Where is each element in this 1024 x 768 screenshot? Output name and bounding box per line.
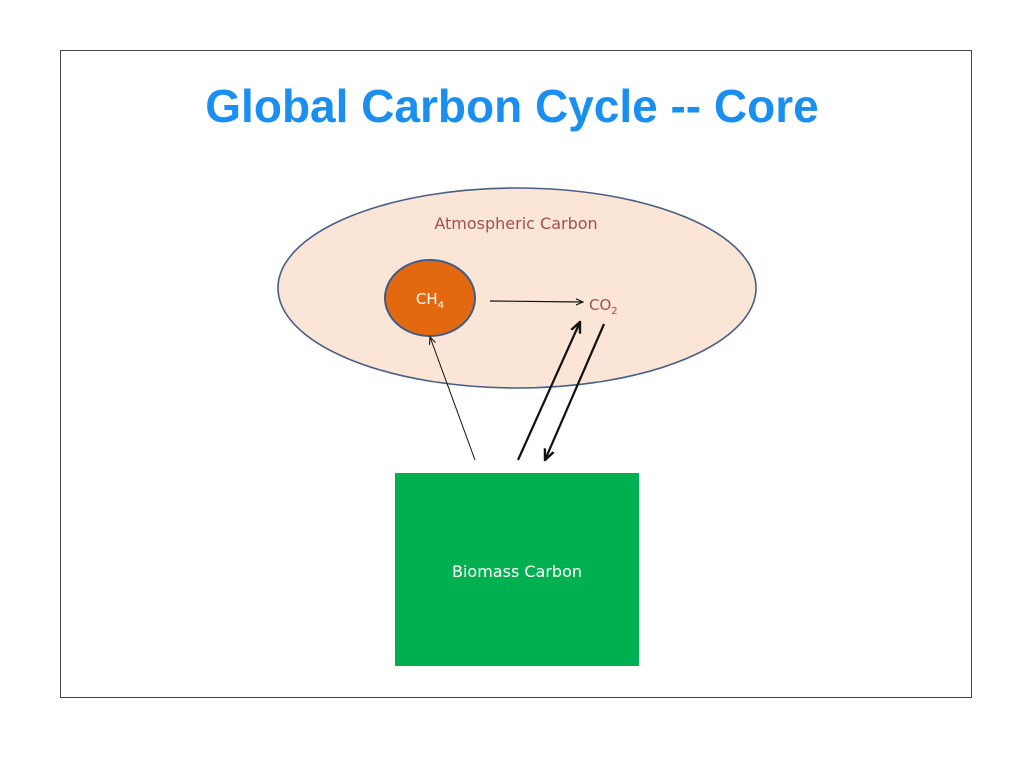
co2-label-main: CO [589,296,611,314]
co2-label-subscript: 2 [611,306,617,317]
biomass-to-methane-arrow [430,337,476,461]
methane-label-main: CH [416,290,438,308]
biomass-to-co2-arrow [516,322,580,461]
methane-label-subscript: 4 [438,300,444,311]
slide-title: Global Carbon Cycle -- Core [205,80,819,132]
co2-label: CO2 [589,296,618,317]
atmosphere-label: Atmospheric Carbon [434,214,597,233]
atmosphere-ellipse [277,187,757,389]
biomass-box [395,473,639,666]
methane-label: CH4 [416,290,444,311]
methane-to-co2-arrow [489,301,583,302]
biomass-label: Biomass Carbon [452,562,582,581]
co2-to-biomass-arrow [545,323,606,460]
